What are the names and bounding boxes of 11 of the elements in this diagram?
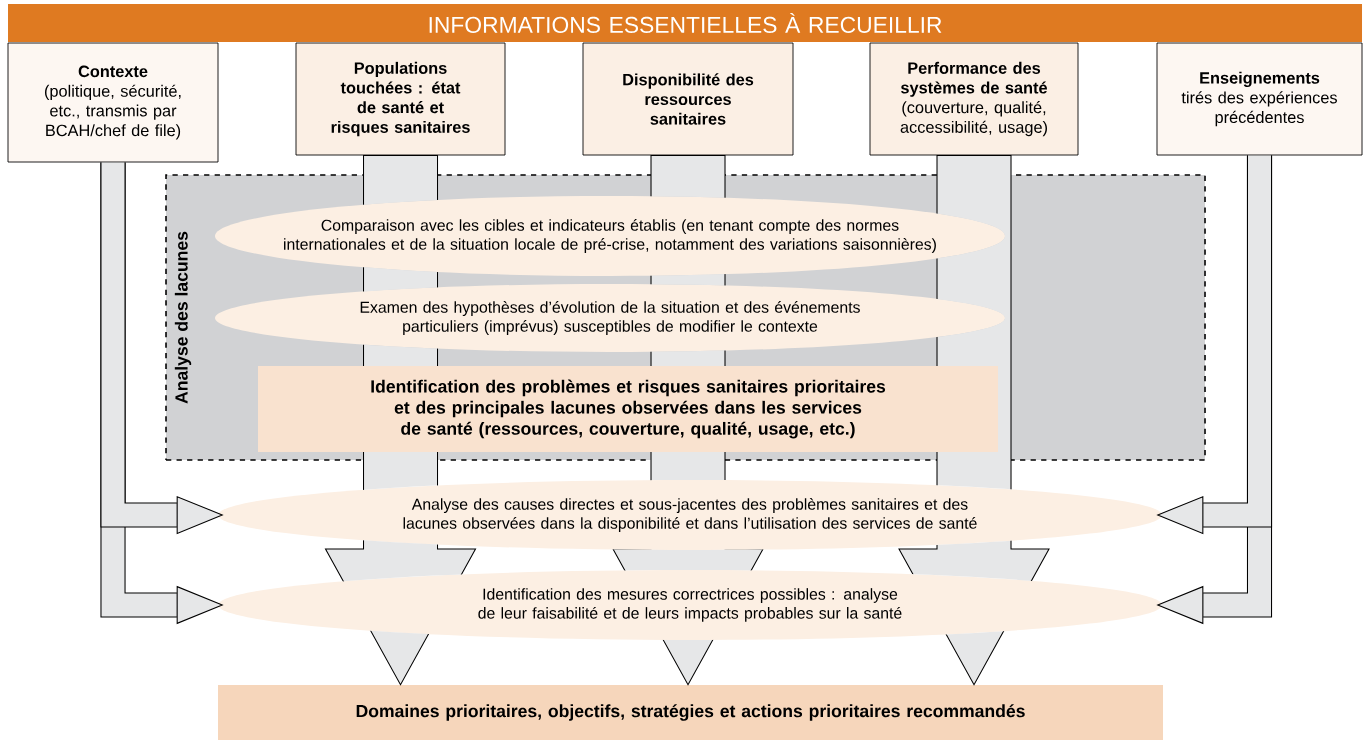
info-box: Enseignements tirés des expériences précédentes	[1156, 42, 1363, 156]
info-box: Disponibilité des ressources sanitaires	[582, 42, 794, 156]
title-band: INFORMATIONS ESSENTIELLES À RECUEILLIR	[8, 4, 1362, 42]
info-box: Populations touchées : état de santé et risques sanitaires	[295, 42, 506, 156]
info-box: Performance des systèmes de santé (couverture, qualité, accessibilité, usage)	[869, 42, 1079, 156]
block-arrow	[612, 154, 764, 686]
result-box: Domaines prioritaires, objectifs, stratégies et actions prioritaires recommandés	[218, 685, 1163, 740]
block-arrow	[898, 154, 1050, 686]
info-box: Contexte (politique, sécurité, etc., transmis par BCAH/chef de file)	[7, 42, 219, 163]
result-box: Identification des problèmes et risques sanitaires prioritaires et des principales lacunes observées dans les services de santé (ressources, couverture, qualité, usage, etc.)	[258, 366, 998, 452]
block-arrow	[324, 154, 477, 686]
